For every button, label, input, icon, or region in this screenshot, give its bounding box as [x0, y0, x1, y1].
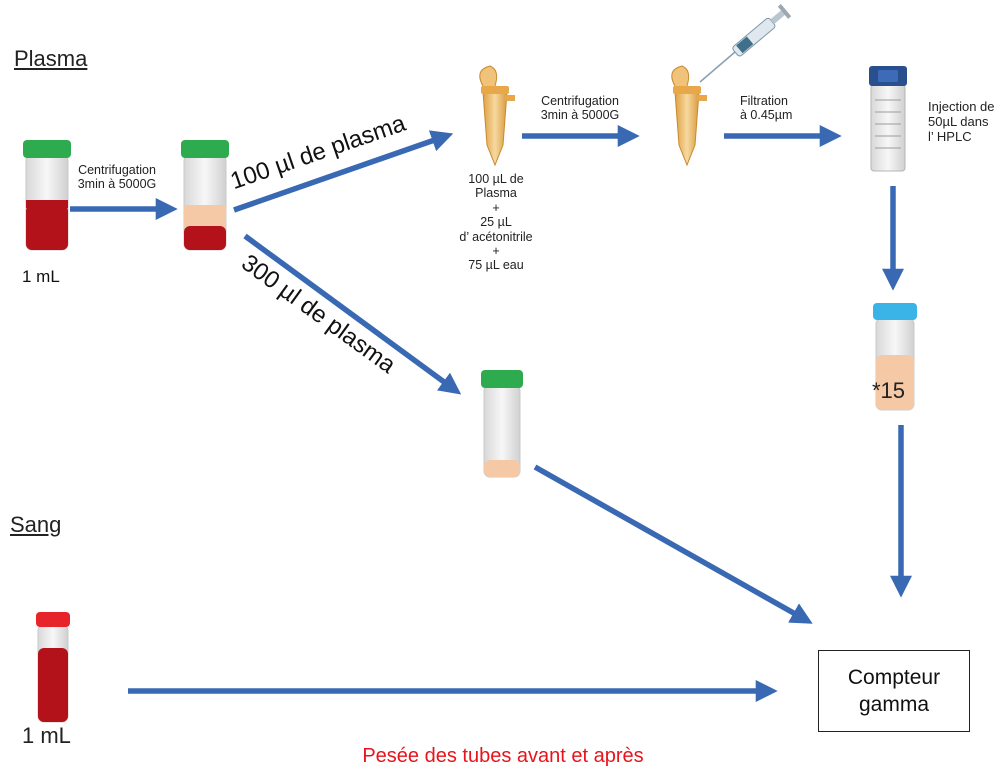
eppendorf-icon-2 [671, 65, 707, 167]
arrow-100ul [233, 130, 454, 213]
footer-note: Pesée des tubes avant et après [362, 745, 644, 767]
tube-icon-plasma-300 [481, 370, 523, 478]
arrow-tube-to-compteur [533, 464, 813, 624]
tube1-volume: 1 mL [22, 267, 60, 286]
sang-volume: 1 mL [22, 723, 71, 748]
eppendorf-icon-1 [479, 65, 515, 167]
injection-label: Injection de 50µL dans l’ HPLC [928, 99, 995, 144]
tube-icon-fractions [873, 303, 917, 411]
mix-recipe: 100 µL de Plasma + 25 µL d’ acétonitrile… [459, 172, 533, 273]
step2-label: Centrifugation 3min à 5000G [540, 94, 620, 123]
hplc-vial-icon [869, 66, 907, 172]
syringe-icon [699, 4, 792, 83]
sang-section-title: Sang [10, 512, 62, 537]
arrows [70, 125, 912, 702]
tube-icon-blood-1 [23, 140, 71, 251]
compteur-gamma-box: Compteur gamma [818, 650, 970, 732]
plasma-section-title: Plasma [14, 46, 88, 71]
tube-icon-centrifuged [181, 140, 229, 251]
fractions-label: *15 [872, 378, 906, 403]
tube-icon-sang [36, 612, 70, 723]
step1-label: Centrifugation 3min à 5000G [77, 163, 157, 192]
step3-label: Filtration à 0.45µm [740, 94, 793, 123]
arrow-300ul [243, 233, 462, 395]
